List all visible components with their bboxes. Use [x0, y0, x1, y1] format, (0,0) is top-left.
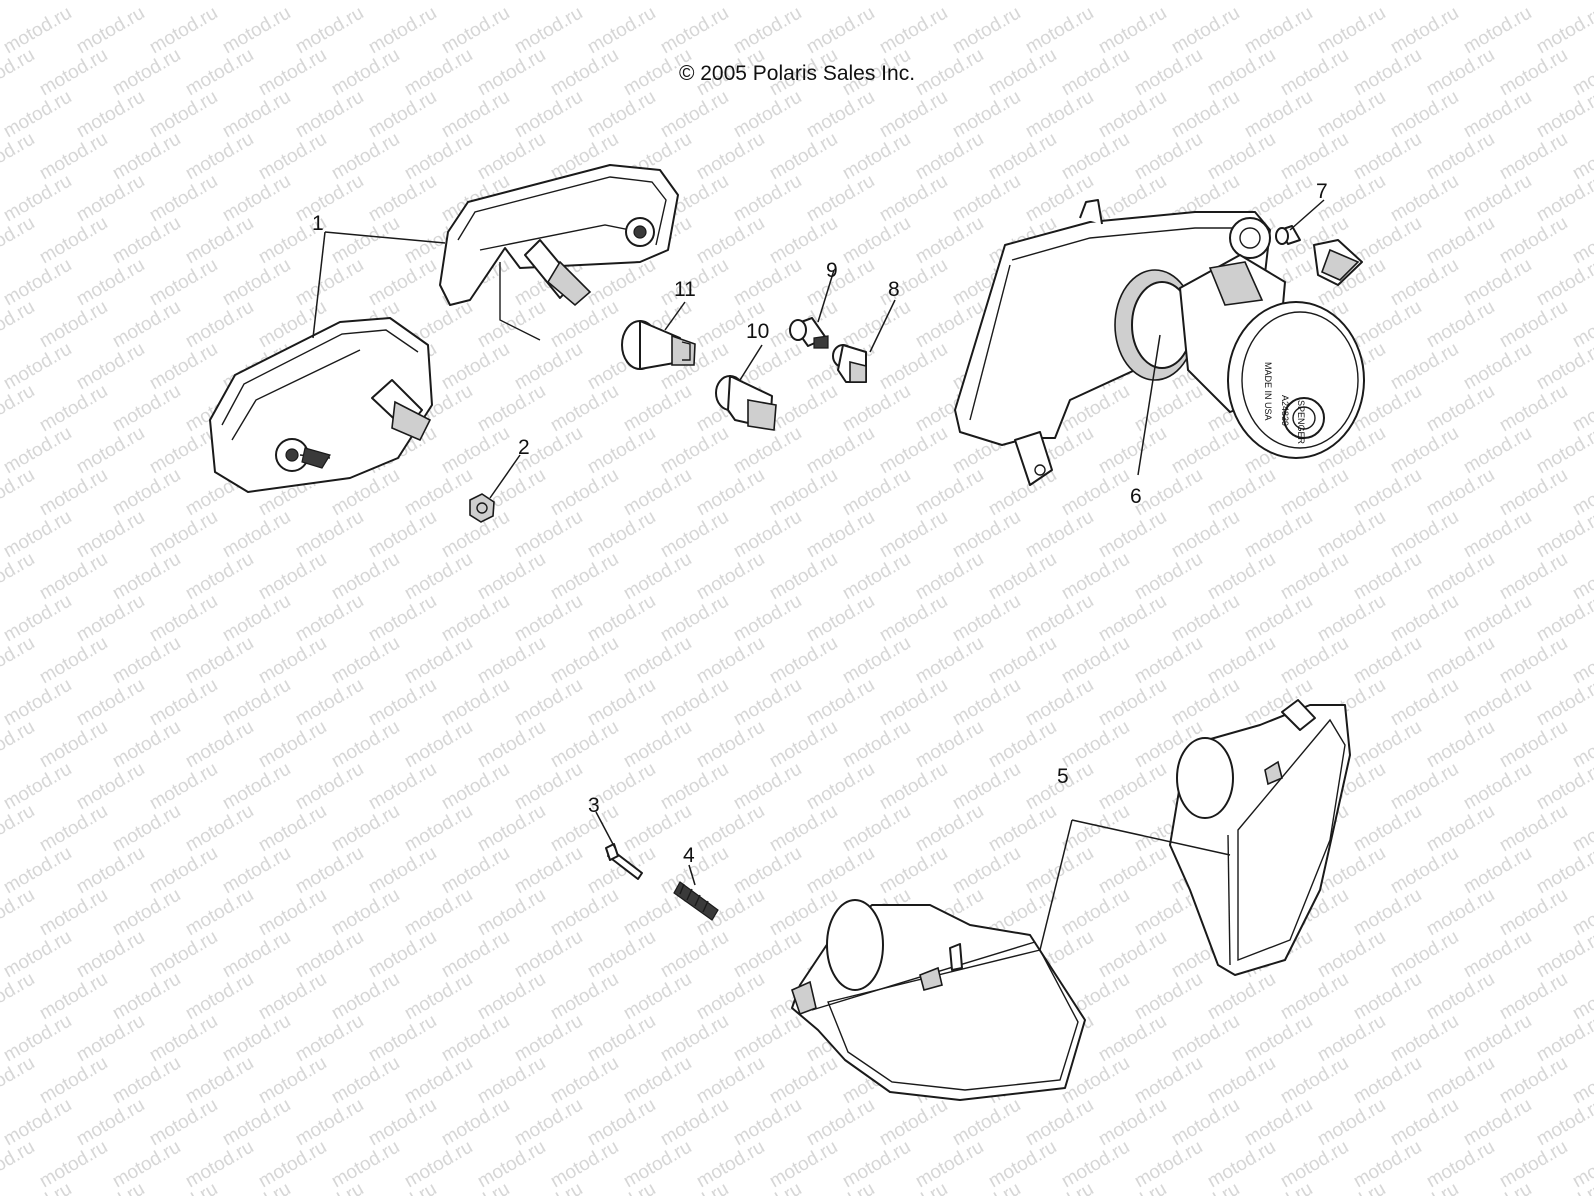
- nut: [469, 493, 495, 523]
- pin: [605, 843, 643, 880]
- leader-4: [688, 864, 696, 886]
- callout-10: 10: [746, 320, 769, 343]
- tail-light-housing-lower: [209, 317, 433, 493]
- bulb-imprint: MADE IN USA: [1263, 362, 1273, 421]
- spring: [673, 881, 719, 921]
- callout-numbers: 1 2 3 4 5 6 7 8 9 10 11: [312, 180, 1328, 867]
- leader-3: [595, 811, 616, 849]
- callout-1: 1: [312, 212, 324, 235]
- callout-4: 4: [683, 844, 695, 867]
- leader-6: [1137, 334, 1161, 476]
- leader-lines: [312, 199, 1325, 951]
- leader-9: [817, 269, 835, 323]
- copyright-notice: © 2005 Polaris Sales Inc.: [678, 62, 916, 85]
- leader-2: [489, 454, 521, 499]
- headlight-left: [791, 899, 1086, 1101]
- bulb-imprint-made-in: MADE IN USA: [1263, 362, 1273, 421]
- socket-8: [832, 344, 867, 383]
- tail-light-housing-upper: [439, 164, 679, 341]
- leader-7: [1289, 199, 1325, 231]
- wedge-bulb-9: [789, 317, 829, 349]
- leader-11: [664, 301, 686, 331]
- callout-7: 7: [1316, 180, 1328, 203]
- callout-5: 5: [1057, 765, 1069, 788]
- leader-1: [324, 231, 446, 244]
- bulb-imprint-brand: SPENGER: [1296, 400, 1306, 445]
- callout-3: 3: [588, 794, 600, 817]
- callout-11: 11: [674, 278, 696, 301]
- callout-2: 2: [518, 436, 530, 459]
- bulb-11: [621, 320, 696, 370]
- headlight-right: [1169, 699, 1351, 976]
- headlight-assembly: MADE IN USA A24839 SPENGER: [954, 199, 1365, 486]
- leader-5a: [1071, 819, 1231, 856]
- bulb-imprint-part-code: A24839: [1280, 395, 1290, 426]
- callout-8: 8: [888, 278, 900, 301]
- leader-5b: [1039, 819, 1073, 951]
- callout-6: 6: [1130, 485, 1142, 508]
- bulb-socket-7: [1275, 225, 1363, 286]
- leader-1b: [312, 231, 326, 339]
- socket-10: [715, 375, 777, 431]
- callout-9: 9: [826, 259, 838, 282]
- leader-10: [739, 344, 763, 381]
- leader-8: [869, 299, 896, 353]
